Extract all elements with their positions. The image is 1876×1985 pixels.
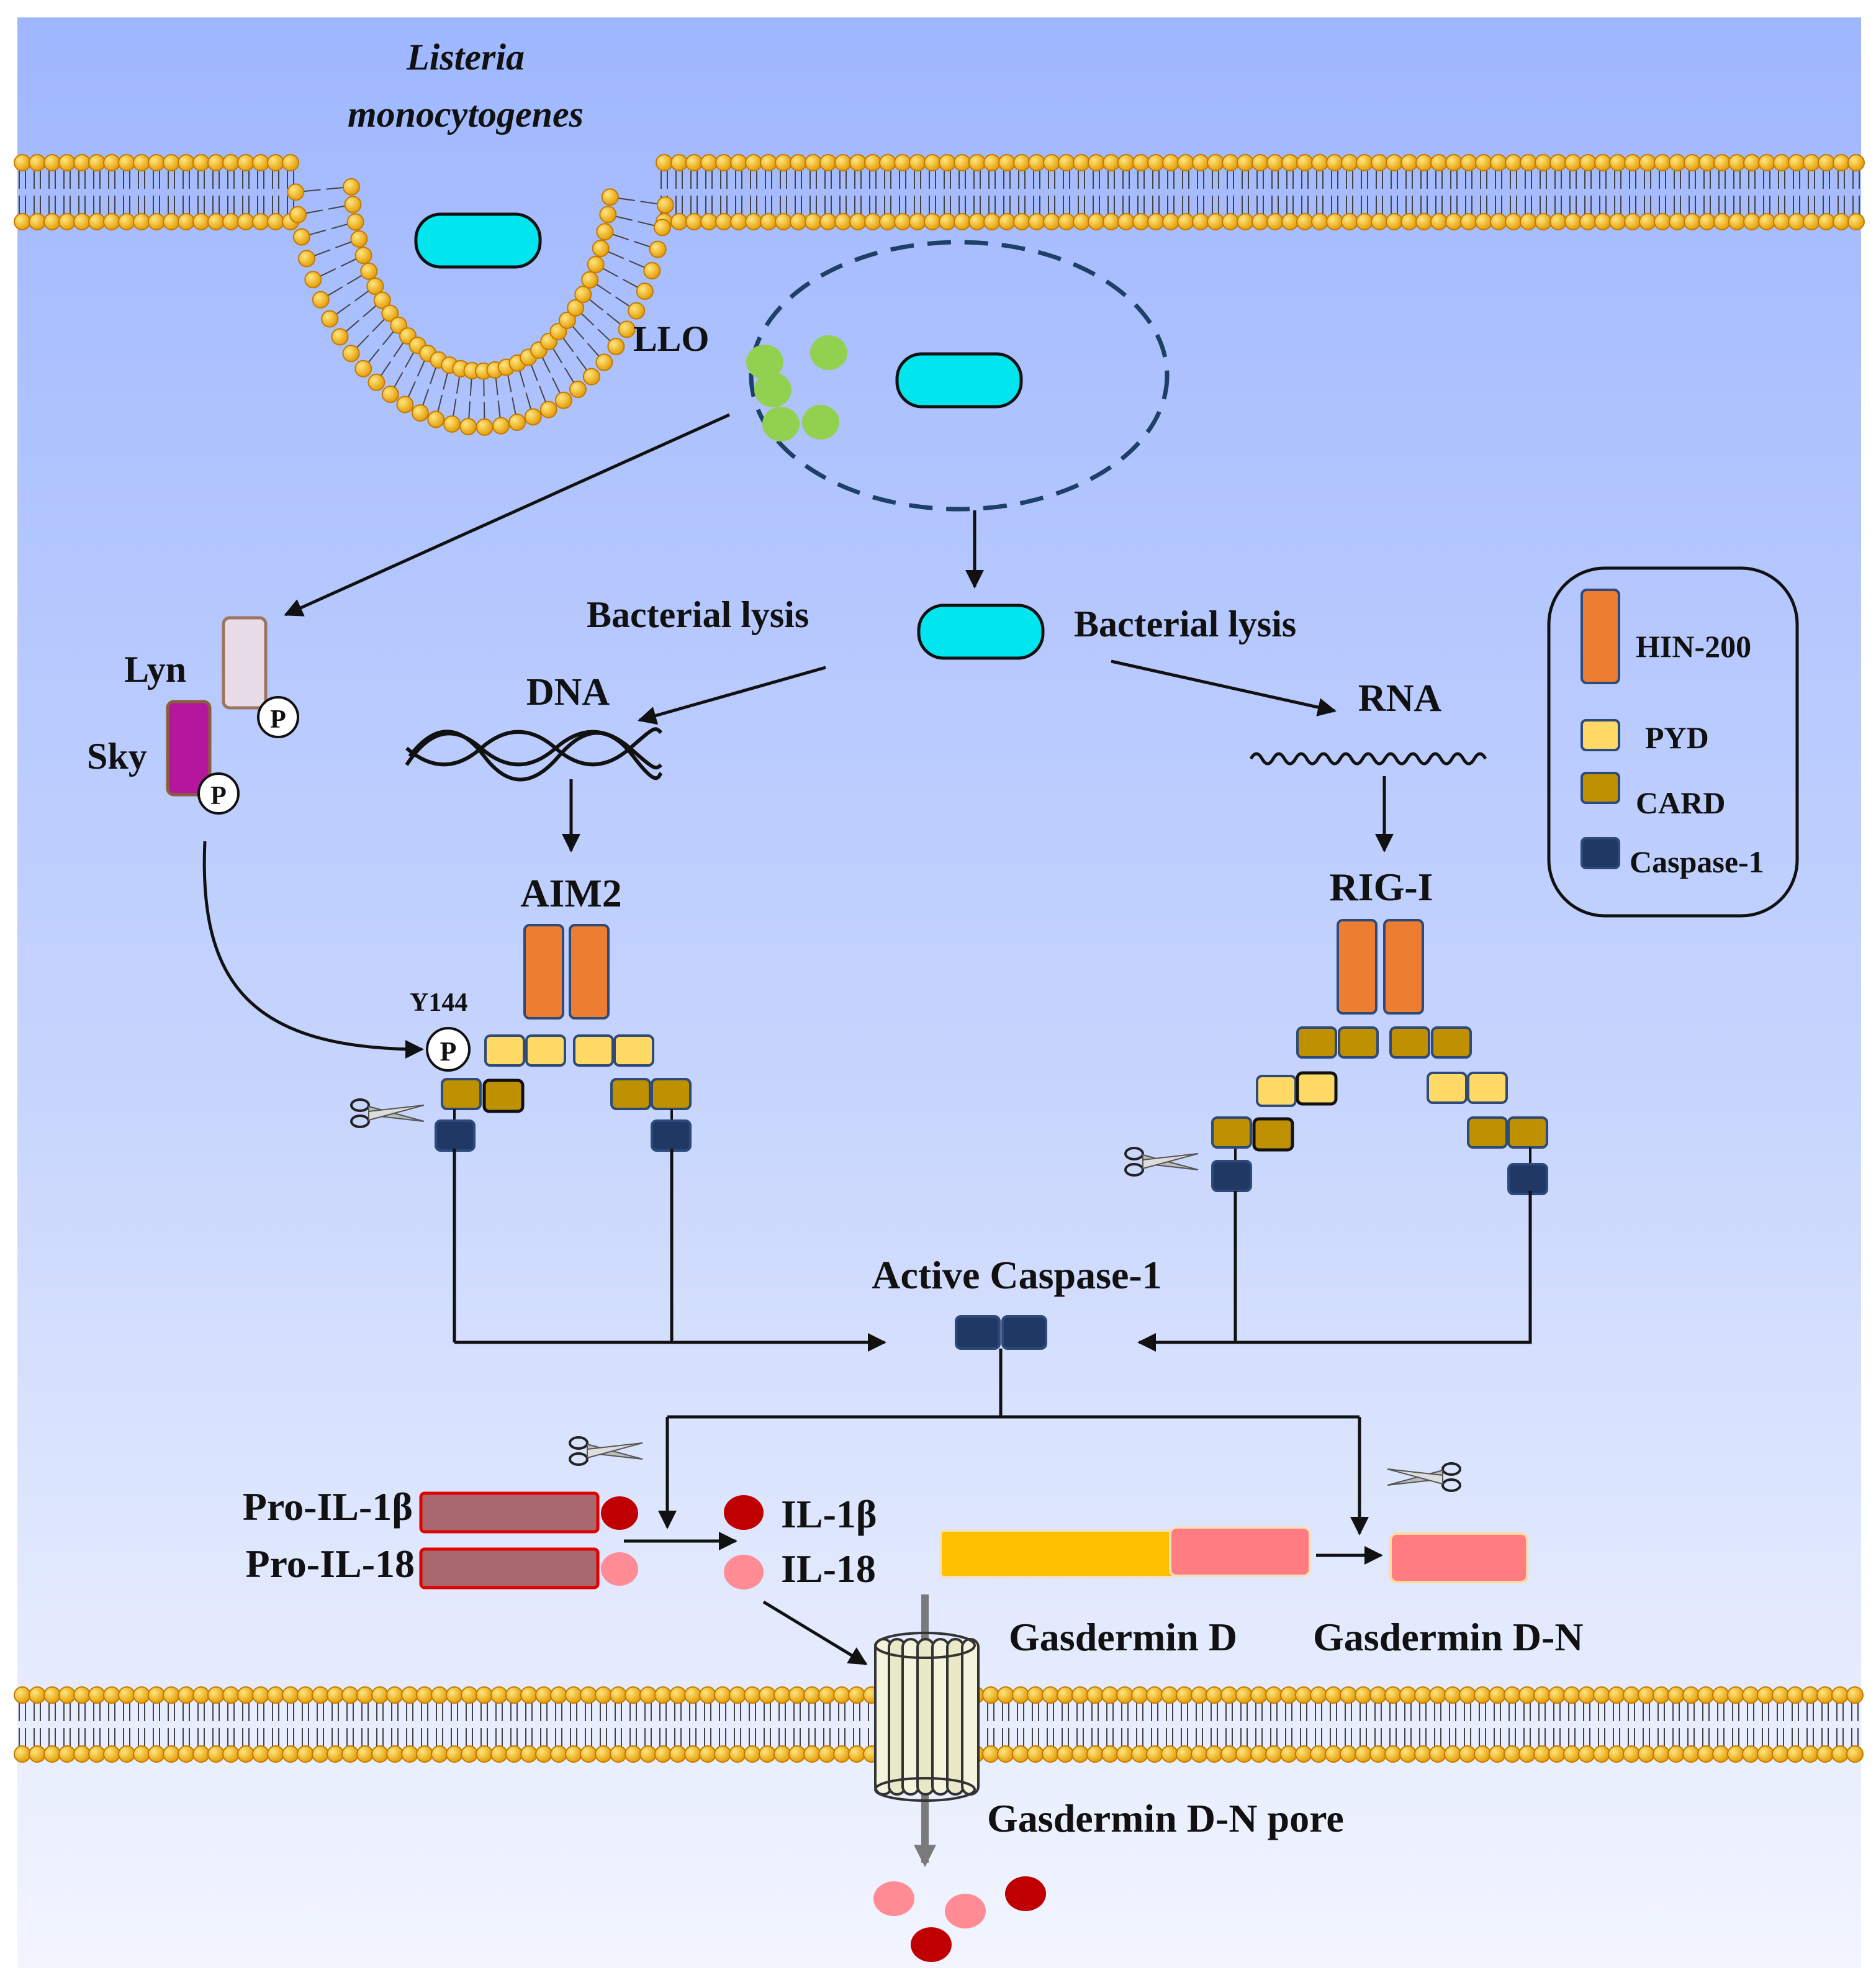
svg-text:P: P	[270, 705, 286, 734]
il18-label: IL-18	[781, 1547, 876, 1591]
legend-card-label: CARD	[1636, 785, 1725, 820]
legend-hin200-label: HIN-200	[1636, 629, 1751, 664]
rna-strand	[1249, 752, 1487, 766]
pro-il18-label: Pro-IL-18	[245, 1542, 415, 1586]
arrow-cytokines-to-pore	[762, 1600, 868, 1666]
caspase-connectors	[453, 1149, 1532, 1352]
membranes	[14, 154, 1865, 1763]
pro-il1b-mature-part	[601, 1496, 638, 1530]
listeria-in-vacuole	[895, 352, 1023, 409]
lyn-kinase	[222, 616, 268, 710]
dna-label: DNA	[526, 671, 610, 713]
il18-molecule	[724, 1555, 764, 1589]
active-caspase1-dimer	[955, 1315, 1047, 1350]
gasdermin-d-c-terminal	[939, 1529, 1178, 1578]
arrow-lysis-to-dna	[638, 666, 826, 725]
bacterial-lysis-right-label: Bacterial lysis	[1074, 604, 1296, 644]
gasdermin-pore-label: Gasdermin D-N pore	[987, 1796, 1344, 1840]
pro-il1b-label: Pro-IL-1β	[243, 1485, 413, 1529]
arrow-sky-to-y144	[202, 841, 424, 1059]
rig1-label: RIG-I	[1329, 865, 1433, 909]
active-caspase1-label: Active Caspase-1	[872, 1253, 1161, 1297]
y144-label: Y144	[410, 988, 467, 1017]
il1b-label: IL-1β	[781, 1492, 877, 1536]
bacterium-label-line2: monocytogenes	[348, 94, 584, 135]
gasdermin-d-label: Gasdermin D	[1009, 1615, 1237, 1659]
legend-pyd-label: PYD	[1645, 720, 1709, 755]
sky-label: Sky	[87, 736, 147, 777]
legend-box	[1547, 566, 1799, 918]
dna-double-helix	[405, 727, 663, 782]
llo-granules	[746, 335, 847, 441]
cleavage-scissors	[350, 1098, 1461, 1492]
pro-il18-mature-part	[601, 1552, 638, 1586]
inflammasome-complexes	[435, 919, 1548, 1195]
il1b-molecule	[724, 1495, 764, 1530]
llo-label: LLO	[633, 319, 710, 359]
listeria-bacterium-entering	[414, 212, 542, 269]
bacterial-lysis-left-label: Bacterial lysis	[587, 594, 809, 635]
gasdermin-d-n-terminal	[1169, 1526, 1311, 1577]
gasdermin-d-n-label: Gasdermin D-N	[1313, 1615, 1584, 1659]
arrow-lysis-to-rna	[1111, 659, 1337, 717]
rna-label: RNA	[1358, 677, 1442, 720]
legend: HIN-200 PYD CARD Caspase-1	[1547, 566, 1799, 918]
arrow-llo-to-lyn	[284, 413, 731, 617]
listeria-released	[917, 604, 1045, 660]
y144-phospho: P	[426, 1027, 471, 1072]
phagosome-vacuole	[749, 240, 1170, 512]
legend-caspase1-swatch	[1581, 837, 1620, 869]
svg-text:P: P	[440, 1036, 457, 1067]
legend-caspase1-label: Caspase-1	[1630, 844, 1764, 879]
caspase-substrate-arrows	[658, 1349, 1369, 1535]
gasdermin-d-n-fragment	[1389, 1532, 1528, 1583]
legend-hin200-swatch	[1581, 589, 1620, 684]
pro-il18-prodomain	[419, 1547, 600, 1589]
gasdermin-d-n-pore	[874, 1594, 980, 1868]
sky-phospho: P	[197, 772, 240, 815]
legend-card-swatch	[1581, 772, 1620, 804]
bacterium-label-line1: Listeria	[406, 37, 525, 78]
pro-il1b-prodomain	[419, 1491, 600, 1534]
svg-text:P: P	[210, 782, 227, 810]
sky-kinase	[166, 700, 212, 797]
released-cytokines	[873, 1876, 1046, 1962]
lyn-phospho: P	[257, 696, 299, 738]
aim2-label: AIM2	[520, 871, 622, 915]
legend-pyd-swatch	[1581, 719, 1620, 751]
lyn-label: Lyn	[124, 649, 186, 690]
